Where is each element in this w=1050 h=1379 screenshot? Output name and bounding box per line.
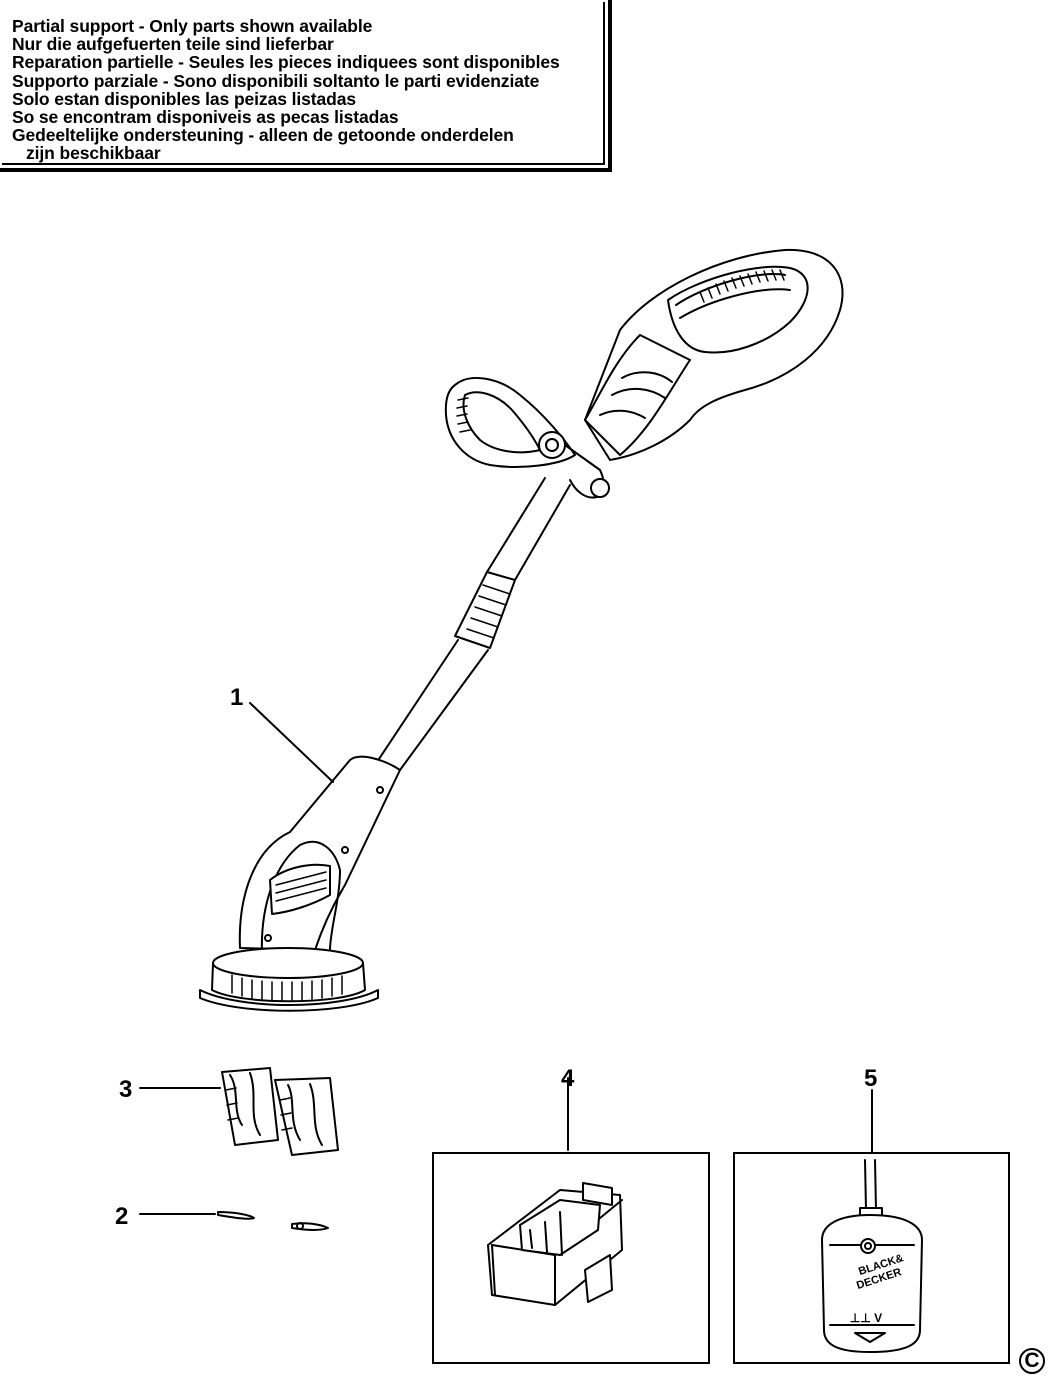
notice-line-pt: So se encontram disponiveis as pecas lis… [12, 107, 399, 127]
battery-frame [432, 1152, 710, 1364]
notice-line-nl: Gedeeltelijke ondersteuning - alleen de … [12, 125, 514, 145]
notice-line-en: Partial support - Only parts shown avail… [12, 16, 373, 36]
string-trimmer-illustration [199, 248, 844, 1012]
copyright-symbol: C [1019, 1348, 1045, 1374]
callout-part-5: 5 [864, 1065, 878, 1092]
notice-line-nl-cont: zijn beschikbaar [26, 143, 161, 163]
notice-line-de: Nur die aufgefuerten teile sind lieferba… [12, 34, 334, 54]
notice-line-it: Supporto parziale - Sono disponibili sol… [12, 71, 540, 91]
notice-line-es: Solo estan disponibles las peizas listad… [12, 89, 356, 109]
availability-notice: Partial support - Only parts shown avail… [0, 0, 612, 172]
battery-pack-illustration [487, 1077, 623, 1306]
notice-inner-border [2, 2, 605, 165]
callout-part-3: 3 [119, 1076, 133, 1103]
callout-part-4: 4 [561, 1065, 575, 1092]
callout-part-1: 1 [230, 684, 244, 711]
spring-pins-illustration [139, 1211, 329, 1231]
charger-illustration [821, 1089, 923, 1353]
notice-line-fr: Reparation partielle - Seules les pieces… [12, 52, 560, 72]
charger-voltage-label: ⊥⊥ V [850, 1311, 882, 1325]
callout-part-2: 2 [115, 1203, 129, 1230]
blade-guards-illustration [139, 1067, 339, 1156]
